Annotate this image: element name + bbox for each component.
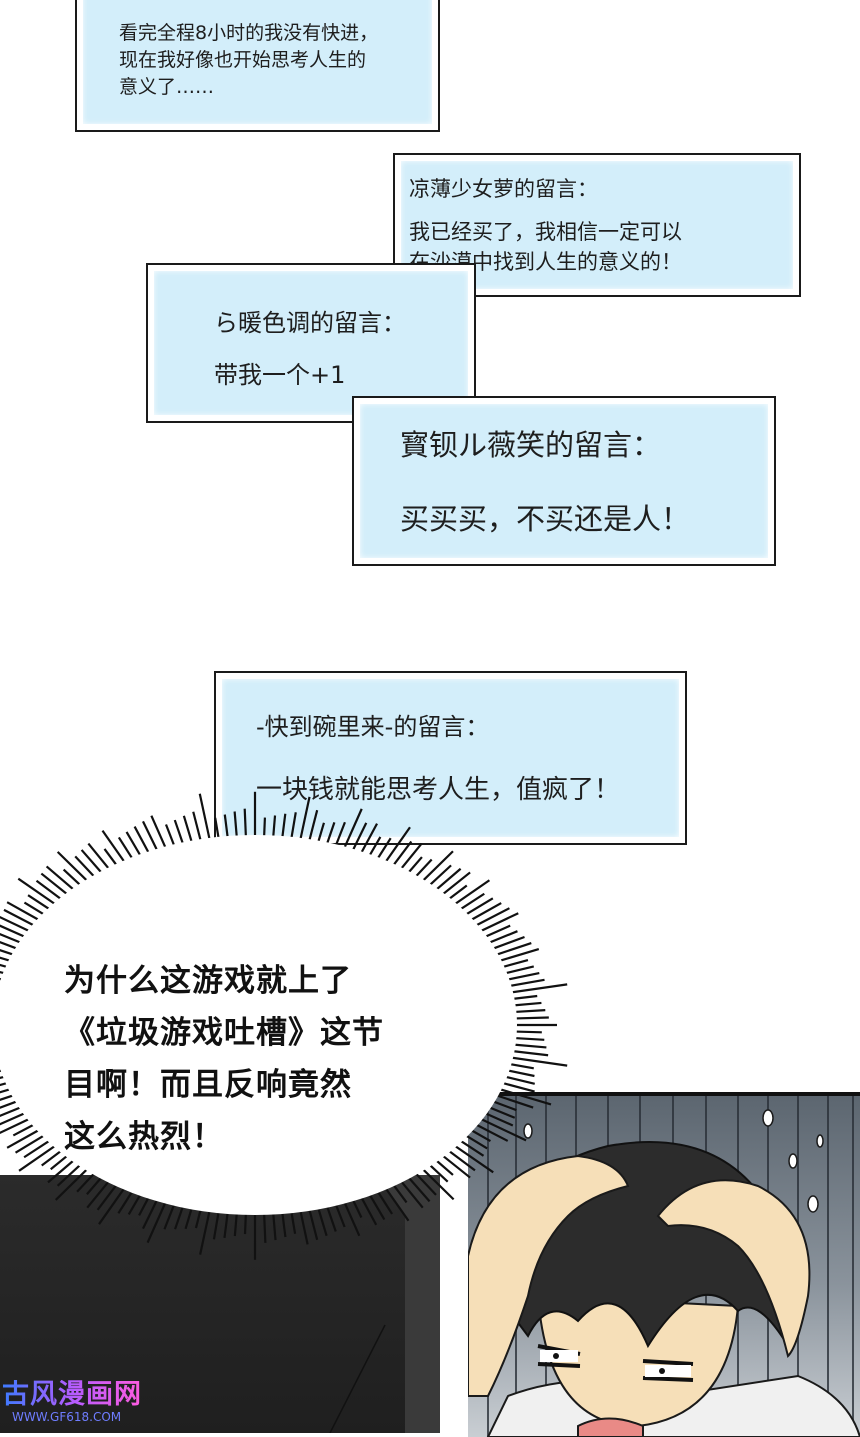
comment-card-fill — [154, 271, 468, 415]
comment-card-4: 寳钡ル薇笑的留言： 买买买，不买还是人！ — [352, 396, 776, 566]
comment-card-1: 看完全程8小时的我没有快进， 现在我好像也开始思考人生的 意义了…… — [75, 0, 440, 132]
watermark-url: WWW.GF618.COM — [2, 1410, 142, 1424]
site-watermark: 古风漫画网 WWW.GF618.COM — [2, 1380, 142, 1424]
comment-author: 凉薄少女萝的留言： — [409, 175, 598, 203]
comment-text: 买买买，不买还是人！ — [400, 500, 690, 538]
comment-text: 看完全程8小时的我没有快进， 现在我好像也开始思考人生的 意义了…… — [119, 20, 378, 101]
watermark-title: 古风漫画网 — [2, 1380, 142, 1410]
comment-text: 带我一个+1 — [214, 359, 345, 391]
comment-author: -快到碗里来-的留言： — [256, 711, 489, 743]
comment-author: 寳钡ル薇笑的留言： — [400, 426, 661, 464]
comment-author: ら暖色调的留言： — [214, 307, 406, 339]
speech-bubble-text: 为什么这游戏就上了 《垃圾游戏吐槽》这节 目啊！而且反响竟然 这么热烈！ — [64, 955, 424, 1163]
